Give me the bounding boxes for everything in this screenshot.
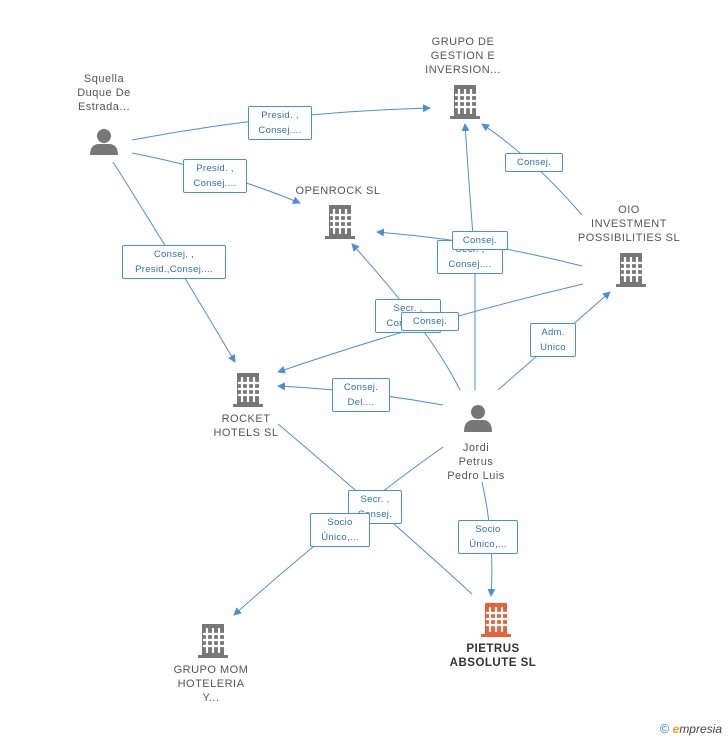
building-windows (203, 89, 643, 653)
edge-label[interactable]: Consej. (452, 231, 508, 250)
edge-label[interactable]: Consej. (401, 312, 459, 331)
edge-label[interactable]: Socio Único,... (458, 520, 518, 554)
edge-label[interactable]: Presid. , Consej.... (248, 106, 312, 140)
nodes (90, 85, 646, 658)
brand-footer: © empresia (660, 721, 722, 736)
edge-label[interactable]: Presid. , Consej.... (183, 159, 247, 193)
edge-label[interactable]: Socio Único,... (310, 513, 370, 547)
node-label-pietrus[interactable]: PIETRUS ABSOLUTE SL (449, 643, 537, 669)
node-label-grupo-mom[interactable]: GRUPO MOM HOTELERIA Y... (173, 664, 249, 704)
node-label-rocket[interactable]: ROCKET HOTELS SL (213, 413, 279, 439)
node-label-squella[interactable]: Squella Duque De Estrada... (77, 73, 131, 113)
node-label-grupo-gestion[interactable]: GRUPO DE GESTION E INVERSION... (425, 36, 501, 76)
node-label-jordi[interactable]: Jordi Petrus Pedro Luis (447, 442, 505, 482)
edge-label[interactable]: Consej. (505, 153, 563, 172)
node-label-oio[interactable]: OIO INVESTMENT POSSIBILITIES SL (577, 204, 681, 244)
node-label-openrock[interactable]: OPENROCK SL (295, 185, 381, 197)
copyright-icon: © (659, 721, 670, 736)
edge-label[interactable]: Consej. Del.... (332, 378, 390, 412)
brand-logo[interactable]: empresia (672, 722, 722, 736)
person-icon[interactable] (90, 129, 118, 155)
person-icon[interactable] (464, 405, 492, 432)
edge-label[interactable]: Consej. , Presid.,Consej.... (122, 245, 226, 279)
edge-label[interactable]: Adm. Unico (530, 323, 576, 357)
